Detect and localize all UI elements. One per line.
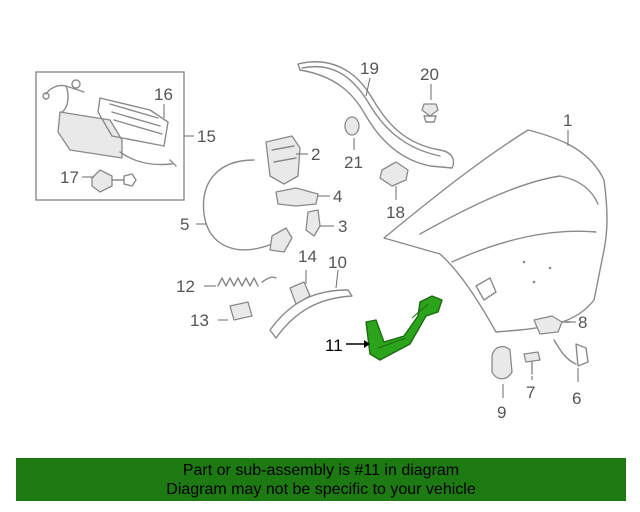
callout-14: 14	[298, 247, 317, 266]
callout-8: 8	[578, 313, 587, 332]
callout-1: 1	[563, 111, 572, 130]
callout-20: 20	[420, 65, 439, 84]
leader-19	[365, 77, 371, 97]
leader-10	[335, 269, 339, 289]
part-12-spring	[217, 276, 277, 287]
callout-17: 17	[60, 168, 79, 187]
part-2-actuator	[265, 135, 301, 185]
callout-15: 15	[197, 127, 216, 146]
part-20-clip	[421, 103, 439, 123]
part-3-bolt	[305, 209, 321, 237]
part-6-bracket	[553, 339, 589, 367]
callout-6: 6	[572, 389, 581, 408]
part-5-cable	[202, 159, 293, 253]
callout-11: 11	[325, 336, 343, 355]
banner-line-2: Diagram may not be specific to your vehi…	[166, 481, 476, 498]
part-9-handle	[491, 345, 513, 380]
part-10-hinge	[269, 281, 353, 339]
callout-21: 21	[344, 153, 363, 172]
callout-12: 12	[176, 277, 195, 296]
callout-16: 16	[154, 85, 173, 104]
callout-5: 5	[180, 215, 189, 234]
banner-line-1: Part or sub-assembly is #11 in diagram	[182, 462, 460, 479]
leader-11-arrow	[364, 340, 370, 348]
part-21-bumper	[344, 116, 360, 136]
part-4-latch	[275, 187, 319, 207]
callout-4: 4	[333, 187, 342, 206]
part-17-bulb	[91, 169, 137, 193]
callout-9: 9	[497, 403, 506, 422]
part-1-trunk-lid	[383, 129, 608, 333]
parts-diagram: 1 2 3 4 5 6 7 8 9 10 11 12 13 14 15 16 1…	[35, 59, 608, 422]
callout-19: 19	[360, 59, 379, 78]
callout-10: 10	[328, 253, 347, 272]
part-8-lock	[533, 315, 571, 335]
part-18-switch	[379, 161, 409, 187]
callout-18: 18	[386, 203, 405, 222]
part-7-screw	[523, 351, 541, 375]
callout-13: 13	[190, 311, 209, 330]
part-16-module	[42, 79, 177, 167]
callout-3: 3	[338, 217, 347, 236]
part-13-block	[229, 301, 253, 321]
part-11-hinge-highlight	[365, 295, 443, 361]
info-banner: Part or sub-assembly is #11 in diagram D…	[16, 458, 626, 501]
callout-7: 7	[526, 383, 535, 402]
callout-2: 2	[311, 145, 320, 164]
